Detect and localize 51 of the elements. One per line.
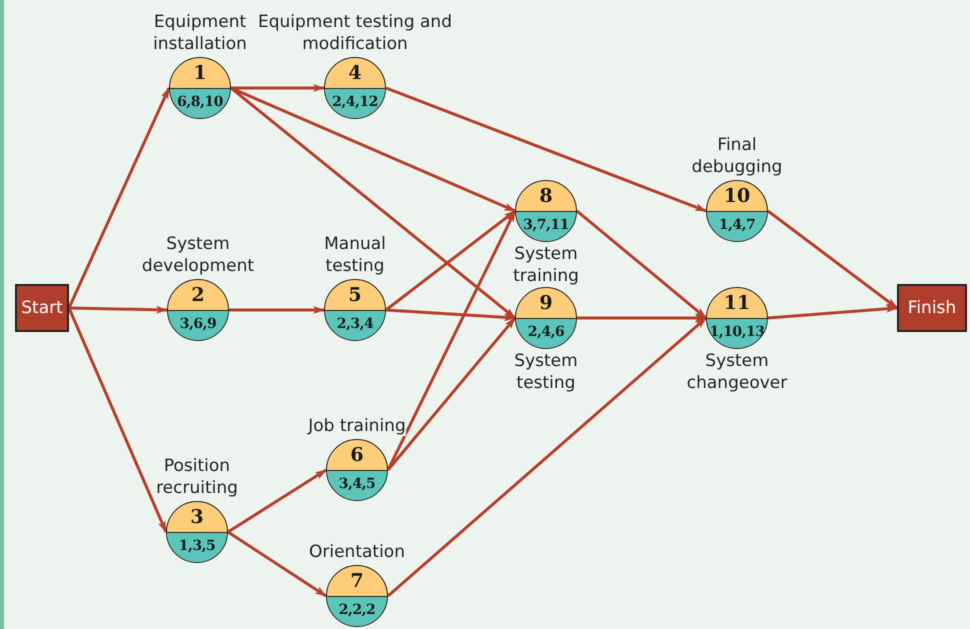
arrow xyxy=(227,468,327,534)
arrow xyxy=(227,530,327,598)
activity-label: System changeover xyxy=(686,350,788,394)
time-estimates: 2,4,6 xyxy=(516,318,576,348)
activity-label: Final debugging xyxy=(690,134,784,178)
arrow xyxy=(576,210,707,320)
time-estimates: 2,4,12 xyxy=(325,88,385,118)
activity-label: System training xyxy=(512,243,580,287)
activity-number: 8 xyxy=(538,185,554,207)
time-estimates: 1,10,13 xyxy=(707,318,767,348)
time-estimates: 6,8,10 xyxy=(170,88,230,118)
activity-number: 9 xyxy=(538,292,554,314)
activity-number: 1 xyxy=(192,62,208,84)
activity-label: Manual testing xyxy=(323,233,387,277)
arrow xyxy=(386,308,516,322)
activity-number: 7 xyxy=(349,570,365,592)
time-estimates: 2,3,4 xyxy=(325,310,385,340)
activity-number: 10 xyxy=(722,185,752,207)
arrow xyxy=(230,86,516,320)
arrow xyxy=(68,87,170,309)
arrow xyxy=(385,86,707,212)
terminal-label: Start xyxy=(21,298,63,318)
activity-number: 4 xyxy=(347,62,363,84)
arrow xyxy=(231,84,325,92)
time-estimates: 3,6,9 xyxy=(168,310,228,340)
activity-label: System testing xyxy=(513,350,579,394)
activity-number: 11 xyxy=(722,292,752,314)
arrow xyxy=(768,304,898,320)
arrow xyxy=(229,306,325,314)
activity-label: Job training xyxy=(306,415,407,437)
arrow xyxy=(68,306,168,314)
activity-number: 2 xyxy=(190,284,206,306)
arrow xyxy=(385,210,516,312)
time-estimates: 2,2,2 xyxy=(327,596,387,626)
activity-number: 6 xyxy=(349,444,365,466)
terminal-box xyxy=(897,284,967,332)
terminal-label: Finish xyxy=(908,298,956,318)
activity-label: Position recruiting xyxy=(155,455,239,499)
arrow xyxy=(68,307,168,533)
activity-number: 3 xyxy=(189,506,205,528)
arrow xyxy=(767,210,898,310)
arrow xyxy=(387,316,707,598)
time-estimates: 1,4,7 xyxy=(707,211,767,241)
time-estimates: 1,3,5 xyxy=(167,532,227,562)
time-estimates: 3,4,5 xyxy=(327,470,387,500)
arrow xyxy=(386,317,516,471)
activity-label: System development xyxy=(140,233,256,277)
arrow xyxy=(577,314,707,322)
activity-number: 5 xyxy=(347,284,363,306)
time-estimates: 3,7,11 xyxy=(516,211,576,241)
terminal-box xyxy=(15,284,69,332)
